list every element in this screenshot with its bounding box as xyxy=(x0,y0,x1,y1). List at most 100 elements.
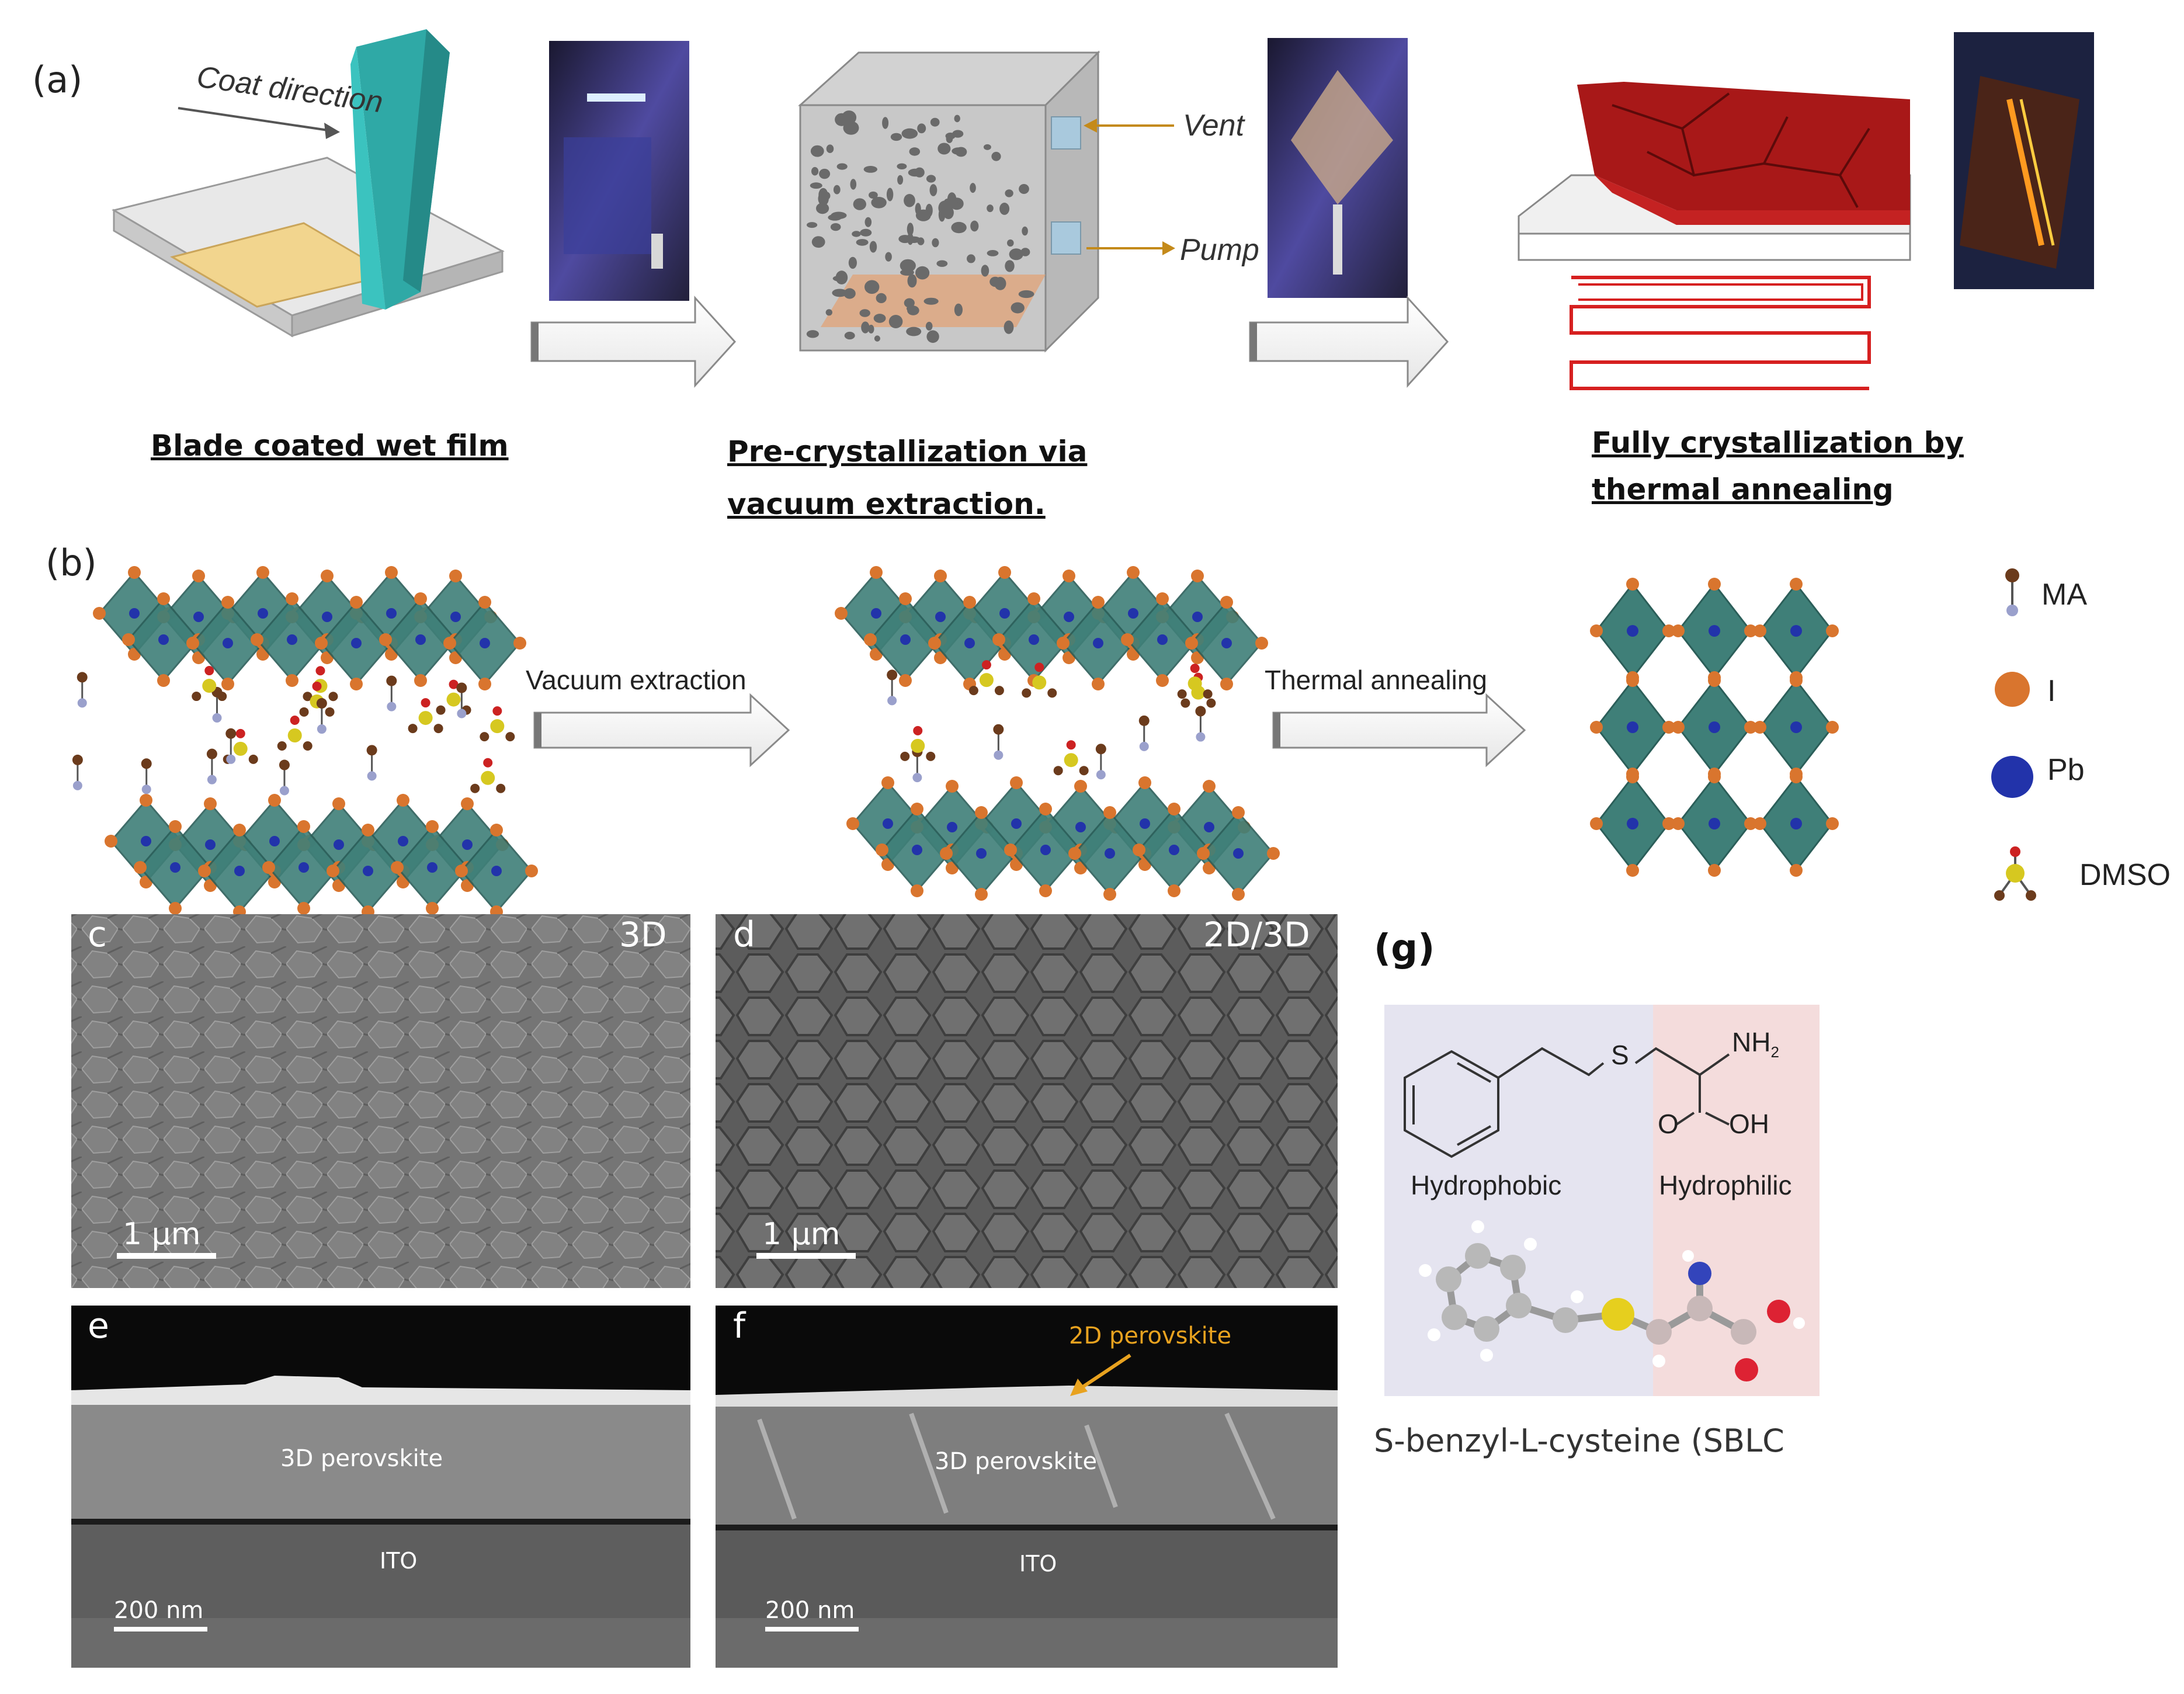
step-1-caption: Blade coated wet film xyxy=(151,429,509,463)
iodide-atom xyxy=(140,794,152,807)
vapor-dot xyxy=(952,147,965,155)
vapor-dot xyxy=(868,324,874,334)
iodide-atom xyxy=(426,820,439,833)
iodide-atom xyxy=(1197,847,1210,860)
cubic-iodide-atom xyxy=(1590,817,1603,830)
iodide-atom xyxy=(1039,884,1052,897)
iodide-atom xyxy=(198,865,211,877)
lead-atom xyxy=(193,612,204,622)
lead-atom xyxy=(1192,612,1203,622)
dmso-carbon xyxy=(299,707,309,717)
vapor-dot xyxy=(901,128,918,139)
lead-atom xyxy=(912,845,922,855)
photo-wet-film xyxy=(549,41,689,301)
ma-nitrogen xyxy=(226,754,236,764)
ma-carbon xyxy=(1095,744,1106,755)
vapor-dot xyxy=(876,293,887,303)
dmso-carbon xyxy=(433,724,443,734)
iodide-atom xyxy=(525,865,538,877)
vapor-dot xyxy=(832,289,848,297)
iodide-atom xyxy=(911,803,923,815)
vapor-dot xyxy=(844,331,855,340)
dmso-oxygen xyxy=(204,666,214,676)
iodide-atom xyxy=(204,797,217,810)
lead-atom xyxy=(258,608,268,619)
iodide-atom xyxy=(998,566,1011,579)
iodide-atom xyxy=(1063,570,1075,582)
dmso-carbon xyxy=(480,732,489,742)
iodide-atom xyxy=(975,806,988,819)
vapor-dot xyxy=(991,151,1001,161)
cubic-iodide-atom xyxy=(1708,674,1721,687)
vapor-dot xyxy=(908,168,922,177)
iodide-atom xyxy=(899,592,912,605)
lead-atom xyxy=(883,818,893,829)
vapor-dot xyxy=(860,228,872,237)
sem-e-scalebar xyxy=(114,1627,207,1631)
iodide-atom xyxy=(426,902,439,915)
dmso-carbon xyxy=(1047,688,1057,698)
vapor-dot xyxy=(873,314,886,323)
cubic-iodide-atom xyxy=(1790,864,1803,877)
sblc-atom-s: S xyxy=(1611,1040,1629,1070)
dmso-sulfur xyxy=(490,719,505,734)
vapor-dot xyxy=(1007,239,1014,247)
dmso-oxygen xyxy=(315,666,325,676)
vapor-dot xyxy=(869,191,878,199)
ma-carbon xyxy=(386,675,397,686)
process-arrow-2-tail xyxy=(1250,322,1257,361)
process-arrow-1 xyxy=(530,296,737,388)
ma-nitrogen xyxy=(367,771,377,781)
iodide-atom xyxy=(478,596,491,609)
ma-carbon xyxy=(1138,715,1150,726)
sem-e-layer-ito: ITO xyxy=(380,1548,417,1574)
panel-g-label: (g) xyxy=(1374,927,1435,970)
cubic-iodide-atom xyxy=(1626,864,1639,877)
blade-coater-illustration xyxy=(112,29,505,338)
iodide-atom xyxy=(934,570,947,582)
legend: MA I Pb DMSO xyxy=(1991,568,2171,901)
iodide-atom xyxy=(1220,678,1233,690)
iodide-atom xyxy=(946,780,959,793)
legend-iodide-symbol xyxy=(1995,672,2030,707)
iodide-atom xyxy=(928,637,941,650)
dmso-oxygen xyxy=(449,679,459,689)
cubic-iodide-atom xyxy=(1790,578,1803,591)
sem-c-letter: c xyxy=(88,914,107,955)
cubic-iodide-atom xyxy=(1626,674,1639,687)
sem-f-layer-ito: ITO xyxy=(1019,1551,1057,1577)
pump-label: Pump xyxy=(1180,233,1259,267)
ma-nitrogen xyxy=(72,780,82,790)
lead-atom xyxy=(398,836,408,846)
dmso-sulfur xyxy=(446,692,461,707)
lead-atom xyxy=(129,608,140,619)
perovskite-intermediate-structures xyxy=(72,566,1280,918)
lead-atom xyxy=(964,638,975,648)
heater-coil xyxy=(1570,276,1871,390)
step-3-caption-line1: Fully crystallization by xyxy=(1592,426,1964,460)
vapor-dot xyxy=(830,223,841,231)
lead-atom xyxy=(1040,845,1051,855)
legend-dmso-symbol xyxy=(1994,846,2036,901)
iodide-atom xyxy=(1232,806,1245,819)
sem-f-letter: f xyxy=(733,1306,746,1346)
vapor-dot xyxy=(1011,302,1025,314)
dmso-carbon xyxy=(1053,766,1063,776)
legend-dmso-label: DMSO xyxy=(2079,858,2171,892)
thermal-annealing-arrow-tail xyxy=(1273,713,1280,748)
lead-atom xyxy=(935,612,946,622)
iodide-atom xyxy=(1185,637,1198,650)
lead-atom xyxy=(1233,848,1244,859)
dmso-carbon xyxy=(328,692,338,702)
iodide-atom xyxy=(1092,596,1105,609)
vacuum-extraction-arrow-tail xyxy=(534,713,541,748)
vapor-dot xyxy=(907,232,914,245)
vapor-dot xyxy=(890,133,902,141)
iodide-atom xyxy=(297,902,310,915)
sblc-oh: OH xyxy=(1729,1109,1769,1139)
ma-carbon xyxy=(206,748,217,759)
iodide-atom xyxy=(268,794,281,807)
iodide-atom xyxy=(1168,884,1180,897)
iodide-atom xyxy=(297,820,310,833)
cubic-iodide-atom xyxy=(1826,817,1839,830)
